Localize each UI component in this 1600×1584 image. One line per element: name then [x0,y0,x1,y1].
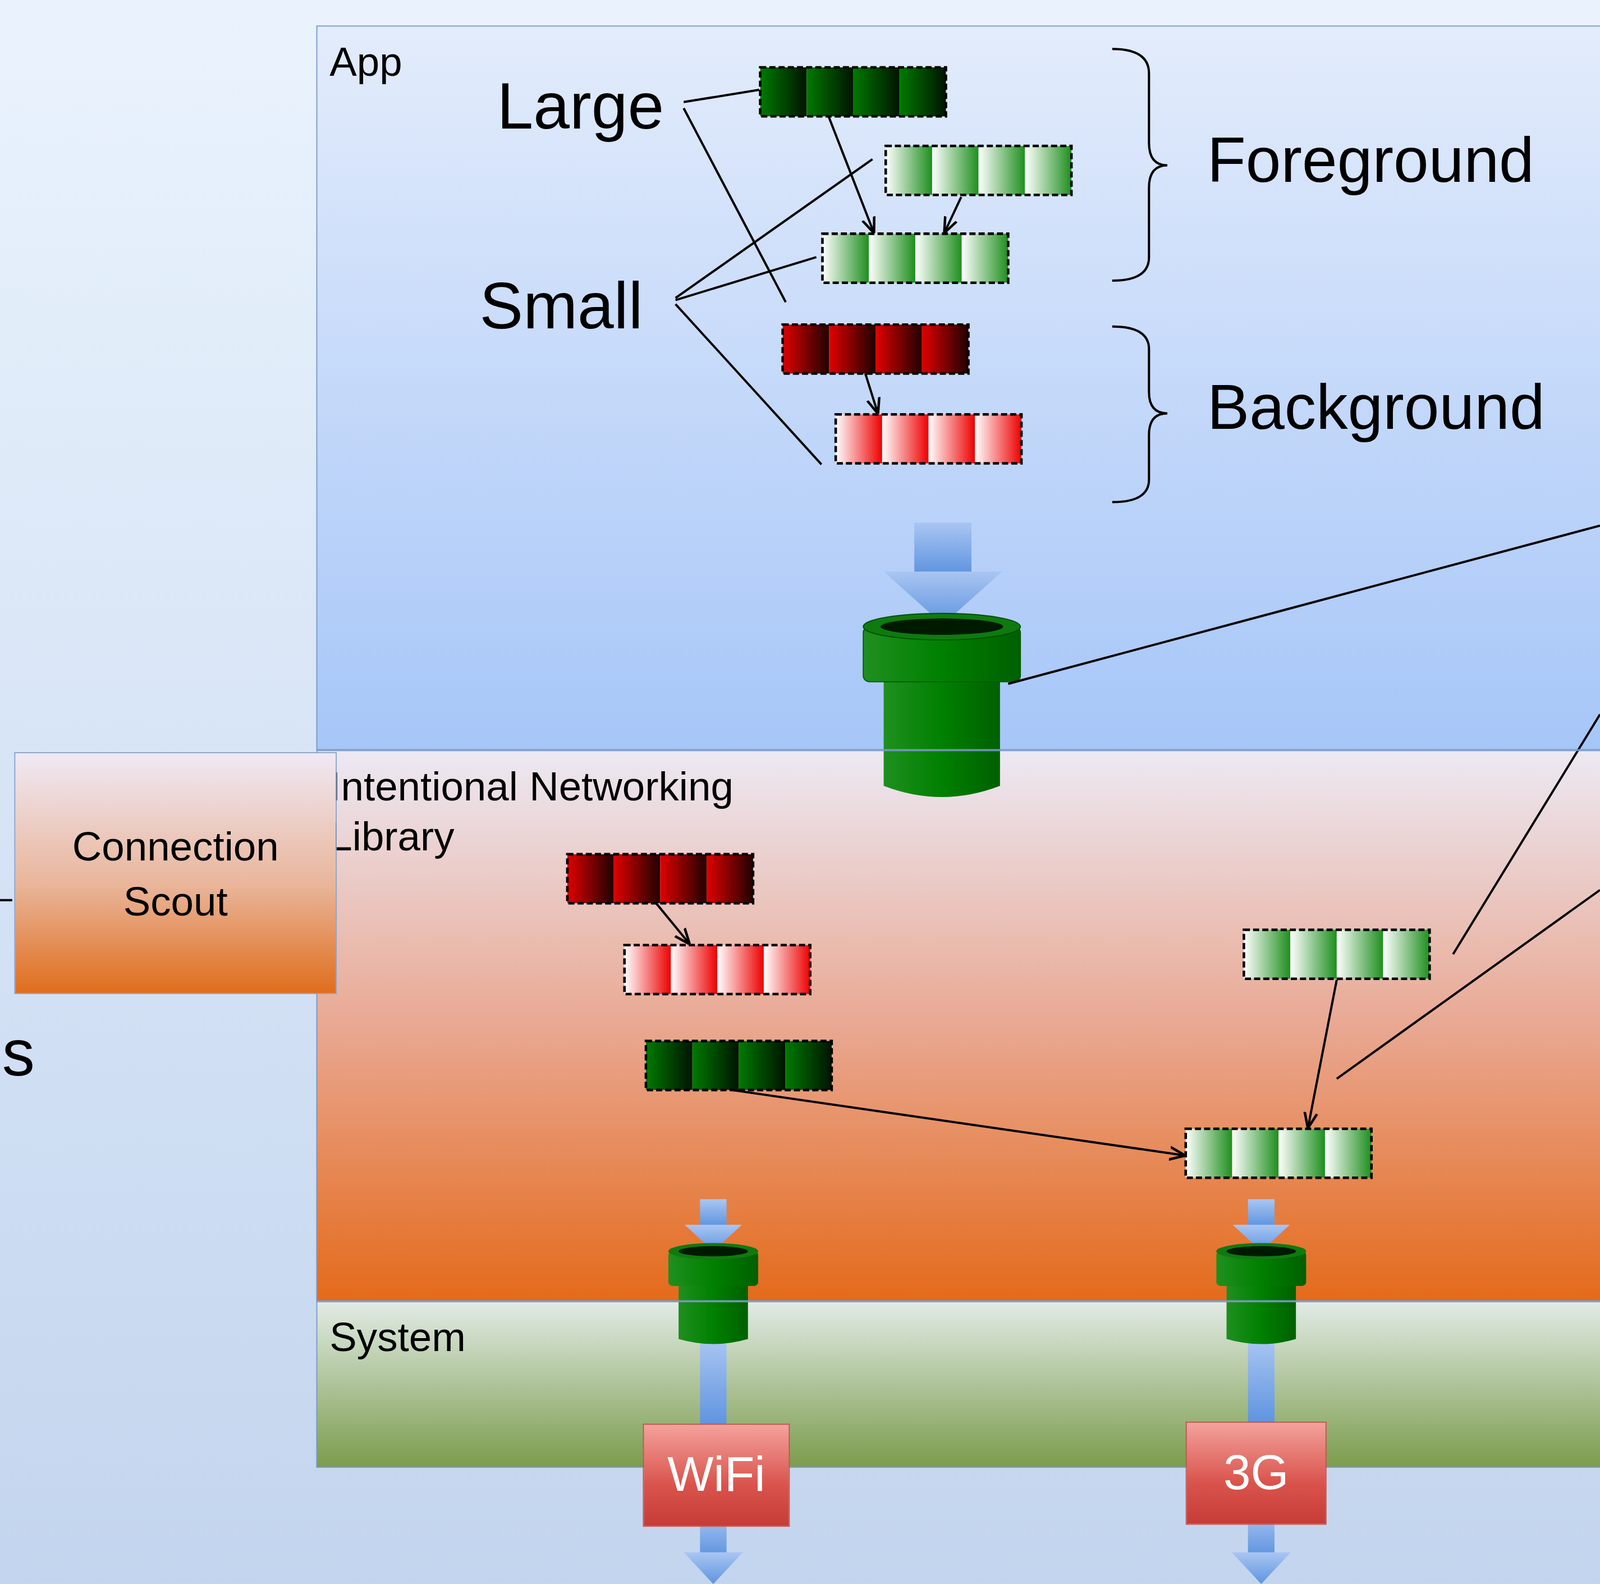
layer-title: System [317,1301,1600,1373]
interface-box: WiFi [642,1423,790,1527]
cellular-pipe [1216,1243,1306,1345]
app-pipe [863,613,1021,797]
bracket [1112,48,1168,502]
box-label: Connection Scout [15,817,336,928]
message-bars [567,67,1430,1178]
box-label: 3G [1211,1429,1301,1517]
wifi-pipe [668,1243,759,1345]
priority-label: Background [1207,375,1546,439]
size-label: Small [479,273,644,339]
priority-label: Foreground [1207,128,1535,192]
app-ground [316,25,1600,750]
dependency-arrow [656,116,1337,1155]
layer-title: Intentional Networking Library [317,750,811,871]
system-layer: SystemWiFi3G [316,1300,1600,1467]
library-layer: Intentional Networking Library [316,749,1600,1301]
leader-line [0,89,1600,1079]
fragment-label: s [2,1020,35,1086]
scout-box: Connection Scout [14,752,337,994]
box-label: WiFi [654,1431,778,1519]
library-ground [316,749,1600,1301]
system-ground [316,1300,1600,1467]
interface-box: 3G [1185,1421,1327,1525]
size-label: Large [496,73,664,139]
